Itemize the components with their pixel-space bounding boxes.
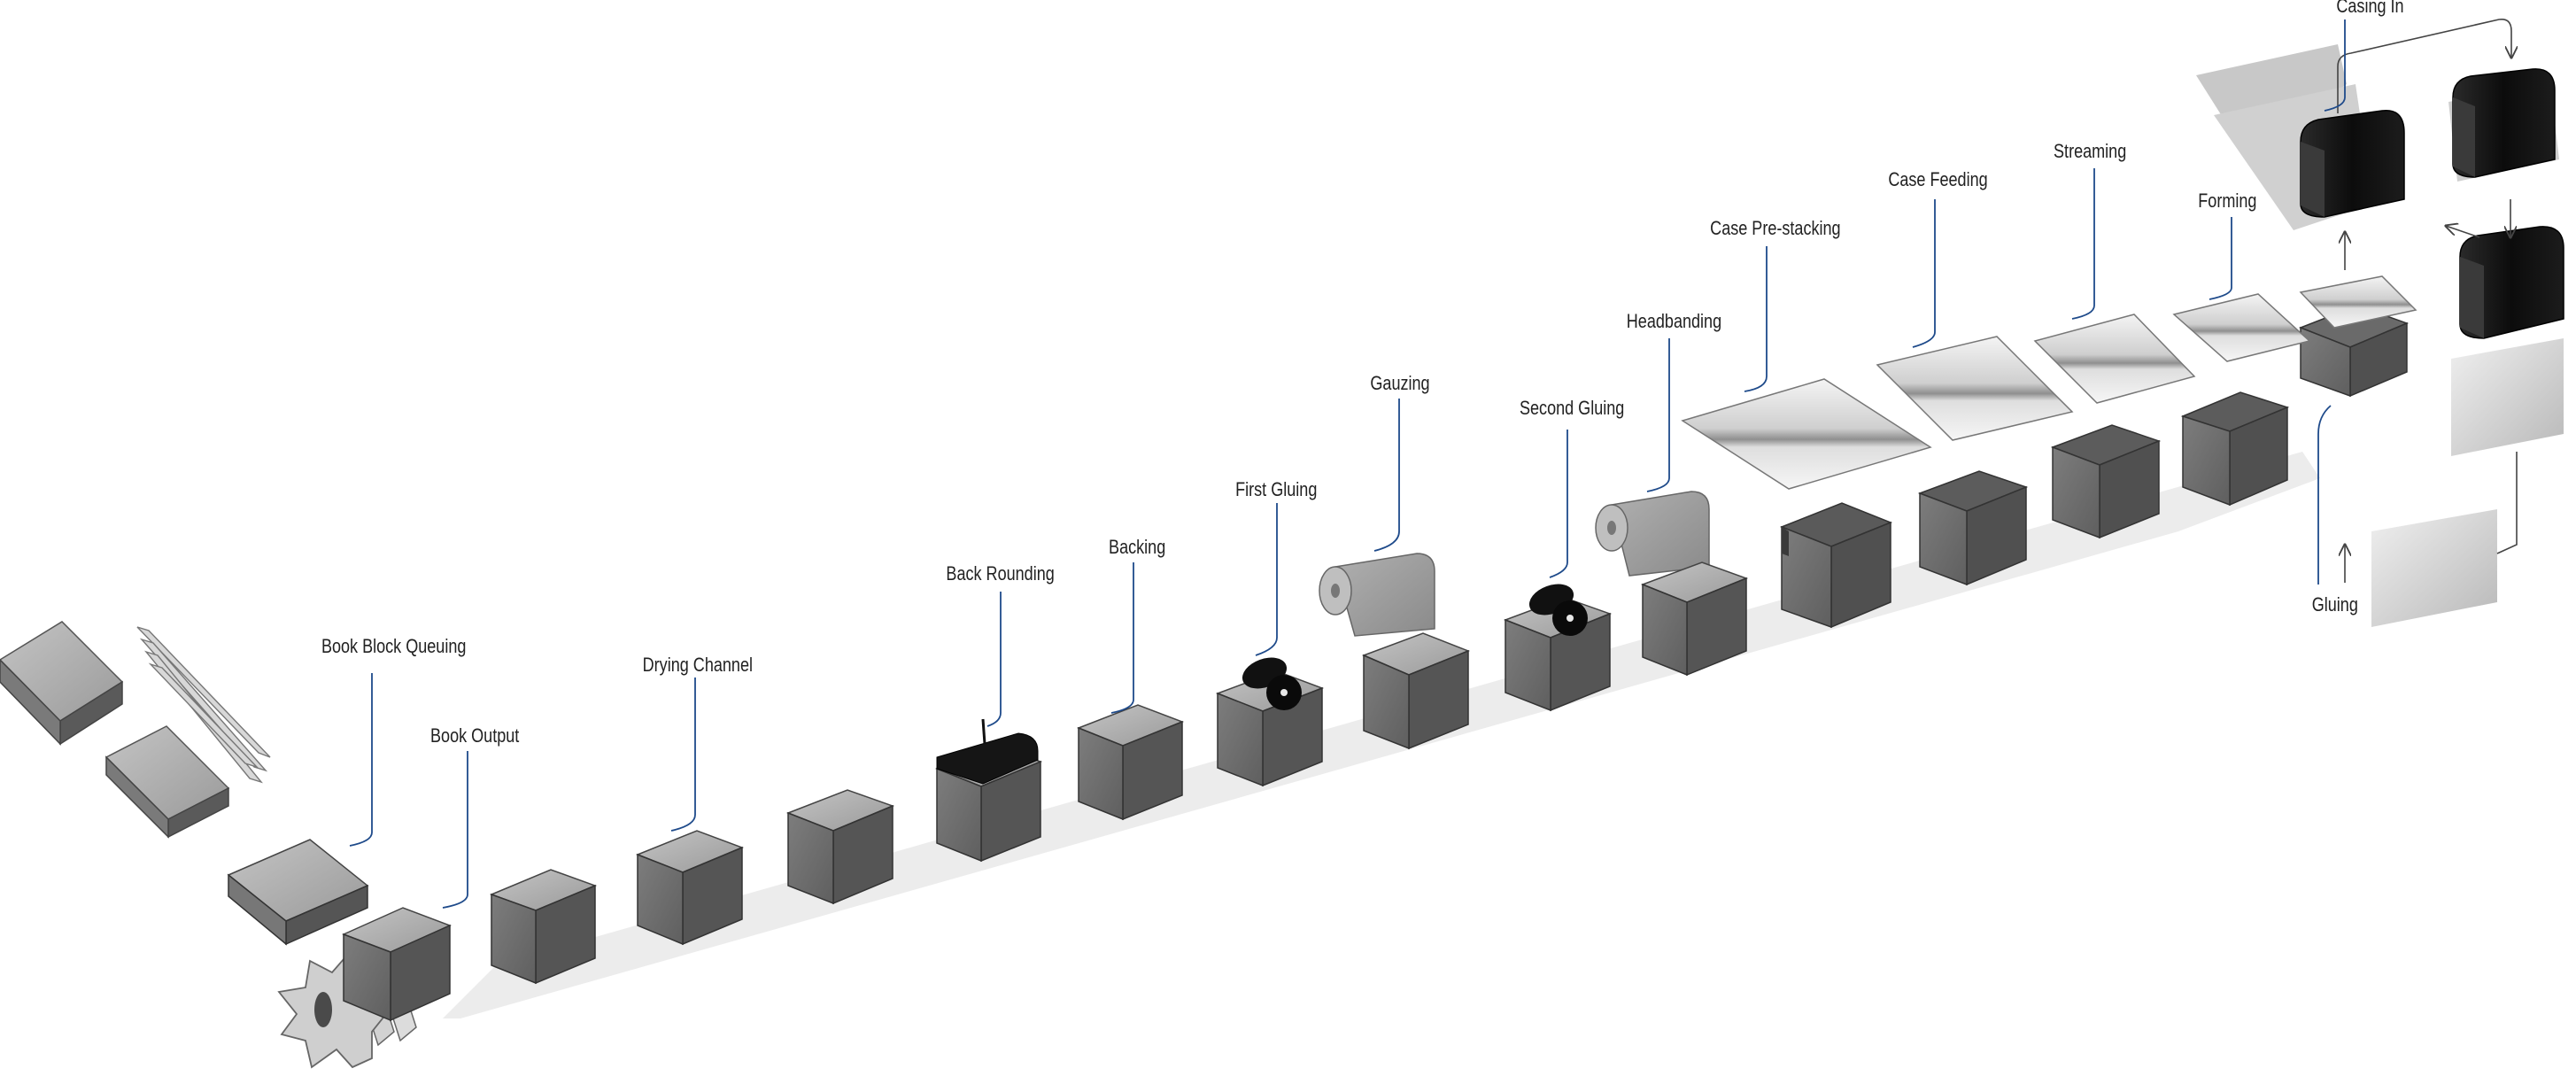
label-headbanding: Headbanding	[1626, 310, 1722, 332]
black-case-1	[2300, 109, 2405, 218]
label-back-rounding: Back Rounding	[946, 562, 1055, 585]
leader-gauzing	[1373, 399, 1400, 552]
label-drying-channel: Drying Channel	[642, 654, 753, 676]
machine-book-output	[342, 907, 452, 1022]
label-book-block-queuing: Book Block Queuing	[321, 635, 467, 657]
leader-book-output	[442, 751, 468, 909]
leader-streaming	[2071, 168, 2095, 320]
black-case-2	[2448, 68, 2559, 182]
machine-gauzing	[1319, 553, 1471, 750]
label-book-output: Book Output	[430, 724, 520, 747]
case-sheet-streaming	[2033, 314, 2196, 404]
machine-conveyor-1	[489, 869, 598, 985]
machine-streaming	[2050, 424, 2162, 539]
label-case-pre-stacking: Case Pre-stacking	[1710, 217, 1841, 239]
gluing-panel-upper	[2451, 338, 2564, 456]
book-block-queuing-unit	[227, 839, 369, 946]
case-sheet-forming	[2172, 293, 2311, 362]
label-backing: Backing	[1109, 536, 1166, 558]
machine-headbanding	[1595, 491, 1749, 677]
label-case-feeding: Case Feeding	[1888, 168, 1988, 190]
machine-backing	[1076, 704, 1185, 821]
label-streaming: Streaming	[2054, 140, 2127, 162]
leader-backing	[1110, 562, 1134, 714]
case-sheet-pre-stacking	[1681, 378, 1932, 490]
leader-lines	[349, 19, 2346, 909]
label-gauzing: Gauzing	[1370, 372, 1430, 394]
leader-forming	[2209, 217, 2232, 300]
leader-first-gluing	[1255, 503, 1278, 656]
case-sheet-casing-in	[2299, 275, 2417, 329]
incoming-book-block-2	[104, 725, 230, 839]
incoming-book-block-1	[0, 621, 124, 746]
label-gluing: Gluing	[2311, 593, 2358, 616]
leader-headbanding	[1646, 338, 1670, 492]
flow-arrows	[2337, 18, 2517, 583]
leader-gluing	[2317, 405, 2332, 585]
leader-casing-in	[2324, 19, 2346, 112]
gluing-panel-lower	[2371, 509, 2497, 627]
black-case-3	[2459, 226, 2564, 339]
machine-first-gluing	[1215, 657, 1325, 787]
machine-conveyor-2	[785, 789, 895, 905]
leader-case-feeding	[1912, 199, 1936, 348]
machine-forming	[2180, 391, 2290, 507]
incoming-signatures	[136, 626, 271, 784]
label-second-gluing: Second Gluing	[1519, 397, 1625, 419]
machine-second-gluing	[1503, 584, 1613, 712]
machine-case-feeding	[1917, 470, 2029, 586]
leader-case-pre-stacking	[1744, 246, 1768, 392]
leader-book-block-queuing	[349, 673, 373, 847]
label-first-gluing: First Gluing	[1235, 478, 1318, 500]
leader-drying-channel	[670, 678, 696, 832]
machine-drying-channel	[635, 830, 745, 946]
label-casing-in: Casing In	[2336, 0, 2404, 17]
leader-second-gluing	[1549, 430, 1568, 578]
leader-back-rounding	[986, 592, 1002, 727]
label-forming: Forming	[2198, 190, 2257, 212]
case-sheet-feeding	[1876, 336, 2074, 441]
machine-case-pre-stacking	[1779, 502, 1893, 629]
machine-back-rounding	[934, 718, 1043, 863]
